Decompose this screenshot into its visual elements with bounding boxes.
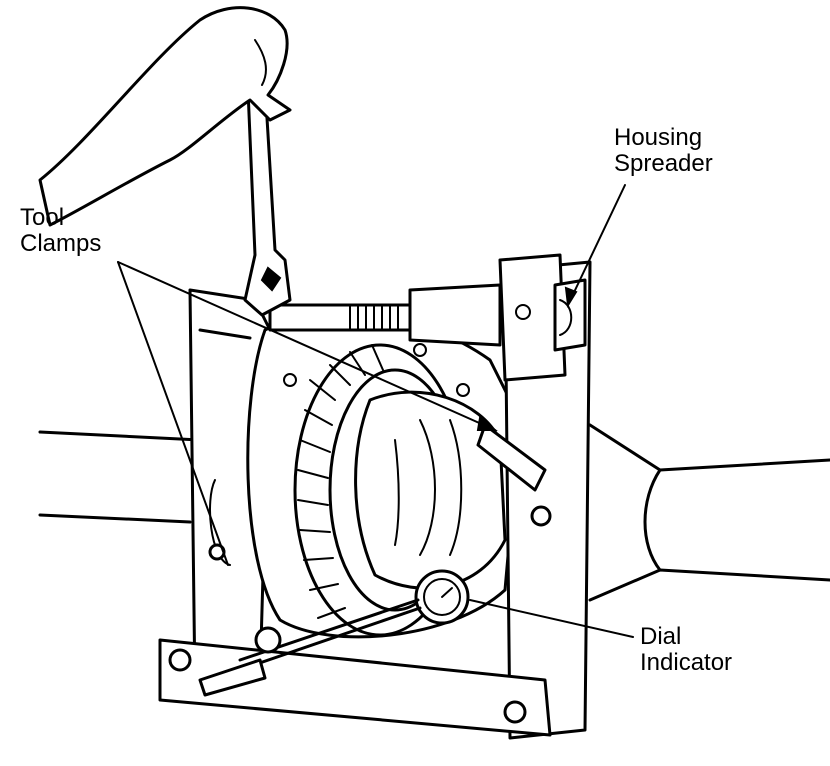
tool-clamps-leader-upper — [117, 261, 496, 431]
tool-clamps-label-line1: Tool — [20, 204, 65, 231]
leader-lines — [117, 184, 634, 638]
housing-spreader-bracket — [498, 253, 587, 382]
dial-indicator — [198, 569, 470, 697]
housing-spreader-label-line1: Housing — [614, 124, 703, 151]
dial-indicator-leader — [469, 599, 634, 638]
dial-indicator-label: Dial Indicator — [640, 624, 732, 676]
housing-spreader-label: Housing Spreader — [614, 125, 713, 177]
axle-housing-right — [588, 423, 830, 602]
wrench — [243, 83, 292, 317]
differential-case — [354, 390, 507, 590]
tool-clamps-label: Tool Clamps — [20, 205, 101, 257]
housing-spreader-leader — [567, 184, 626, 306]
axle-housing-left — [38, 430, 202, 524]
dial-indicator-label-line2: Indicator — [640, 649, 733, 676]
tool-clamps-leader-lower — [117, 261, 229, 566]
tool-clamp-pin — [476, 423, 547, 492]
housing-spreader-label-line2: Spreader — [614, 150, 713, 177]
dial-indicator-label-line1: Dial — [640, 623, 682, 650]
spreader-screw — [268, 283, 502, 347]
tool-clamps-label-line2: Clamps — [20, 230, 102, 257]
hand — [38, 6, 292, 227]
